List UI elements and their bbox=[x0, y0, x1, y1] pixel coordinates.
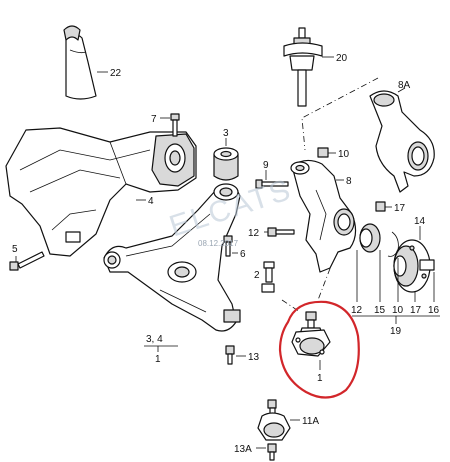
strut-mount-part[interactable] bbox=[283, 27, 334, 107]
part-label: 14 bbox=[414, 216, 426, 227]
pinch-bolt-part[interactable] bbox=[264, 227, 295, 237]
part-label: 9 bbox=[263, 160, 269, 171]
part-label: 13 bbox=[248, 352, 260, 363]
highlight-circle bbox=[278, 300, 360, 399]
steering-knuckle-part[interactable] bbox=[290, 159, 357, 273]
watermark-date: 08.12.2017 bbox=[198, 239, 239, 248]
part-label: 10 bbox=[338, 149, 350, 160]
part-label: 4 bbox=[148, 196, 154, 207]
ball-joint-part[interactable] bbox=[291, 311, 331, 370]
bush-part[interactable] bbox=[213, 138, 239, 181]
part-label: 15 bbox=[374, 305, 386, 316]
ball-joint-alt-bolt-part[interactable] bbox=[256, 443, 277, 461]
part-label: 8A bbox=[398, 80, 411, 91]
circlip-part[interactable] bbox=[387, 231, 399, 302]
steering-knuckle-alt-part[interactable] bbox=[369, 87, 435, 193]
part-label: 3, 4 bbox=[146, 334, 163, 345]
part-label: 7 bbox=[151, 114, 157, 125]
subframe-part[interactable] bbox=[5, 127, 197, 257]
wheel-hub-part[interactable] bbox=[393, 226, 435, 293]
axle-nut-part[interactable] bbox=[375, 201, 392, 212]
sensor-link-part[interactable] bbox=[261, 261, 301, 313]
part-label: 17 bbox=[410, 305, 422, 316]
part-label: 1 bbox=[317, 373, 323, 384]
part-label: 11A bbox=[302, 416, 319, 427]
nut-part[interactable] bbox=[317, 147, 336, 158]
part-label: 1 bbox=[155, 354, 161, 365]
frame-bolt-part[interactable] bbox=[9, 251, 45, 271]
part-label: 16 bbox=[428, 305, 440, 316]
part-label: 6 bbox=[240, 249, 246, 260]
part-label: 12 bbox=[248, 228, 260, 239]
part-label: 12 bbox=[351, 305, 363, 316]
ball-joint-alt-part[interactable] bbox=[257, 399, 300, 441]
control-arm-part[interactable] bbox=[103, 183, 241, 332]
grease-tube-part[interactable] bbox=[63, 25, 108, 100]
part-label: 17 bbox=[394, 203, 406, 214]
wheel-bearing-part[interactable] bbox=[359, 223, 381, 302]
subframe-bolt-part[interactable] bbox=[160, 113, 180, 137]
assembly-dash-line bbox=[301, 77, 379, 151]
part-label: 22 bbox=[110, 68, 122, 79]
part-label: 10 bbox=[392, 305, 404, 316]
arm-bolt-part[interactable] bbox=[223, 235, 238, 257]
part-label: 3 bbox=[223, 128, 229, 139]
leader-19-bracket bbox=[352, 315, 440, 324]
ball-joint-bolt-part[interactable] bbox=[225, 345, 246, 365]
part-label: 13A bbox=[234, 444, 252, 455]
leader-34-bracket bbox=[144, 345, 178, 352]
part-label: 2 bbox=[254, 270, 260, 281]
part-label: 8 bbox=[346, 176, 352, 187]
knuckle-bolt-part[interactable] bbox=[255, 170, 289, 189]
part-label: 20 bbox=[336, 53, 348, 64]
part-label: 19 bbox=[390, 326, 402, 337]
part-label: 5 bbox=[12, 244, 18, 255]
